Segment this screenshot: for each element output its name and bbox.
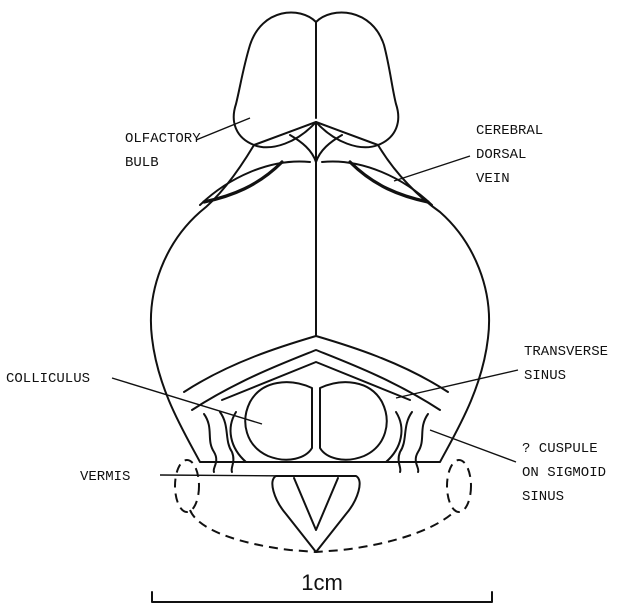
leader-transverse [396,370,518,398]
colliculus-left [245,382,312,459]
label-cerebral-line3: VEIN [476,171,510,187]
leader-vermis [160,475,296,476]
leader-colliculus [112,378,262,424]
transverse-sinus-outer [184,336,448,392]
label-cuspule-line1: ? CUSPULE [522,441,598,457]
label-transverse-line2: SINUS [524,368,566,384]
vermis-outline [272,476,359,552]
sigmoid-sinus-right [416,414,428,472]
cerebellum-dashed-outline [190,510,456,552]
vermis-inner [294,478,338,530]
cerebral-dorsal-vein-left-thick [204,162,282,202]
transverse-sinus-inner [192,350,440,410]
colliculus-right [320,382,387,459]
sigmoid-sinus-left [204,414,216,472]
label-olfactory-line2: BULB [125,155,159,171]
label-cuspule-line3: SINUS [522,489,564,505]
label-colliculus: COLLICULUS [6,371,90,387]
transverse-sinus-edge [222,362,410,400]
label-cerebral-line1: CEREBRAL [476,123,543,139]
label-olfactory-line1: OLFACTORY [125,131,201,147]
label-cuspule-line2: ON SIGMOID [522,465,606,481]
flocculus-left [175,460,199,512]
leader-cerebral [394,156,470,181]
label-cerebral-line2: DORSAL [476,147,526,163]
cerebral-dorsal-vein-right-thick [350,162,428,202]
label-transverse-line1: TRANSVERSE [524,344,608,360]
flocculus-right [447,460,471,512]
scale-bar-label: 1cm [301,570,343,595]
label-vermis: VERMIS [80,469,130,485]
